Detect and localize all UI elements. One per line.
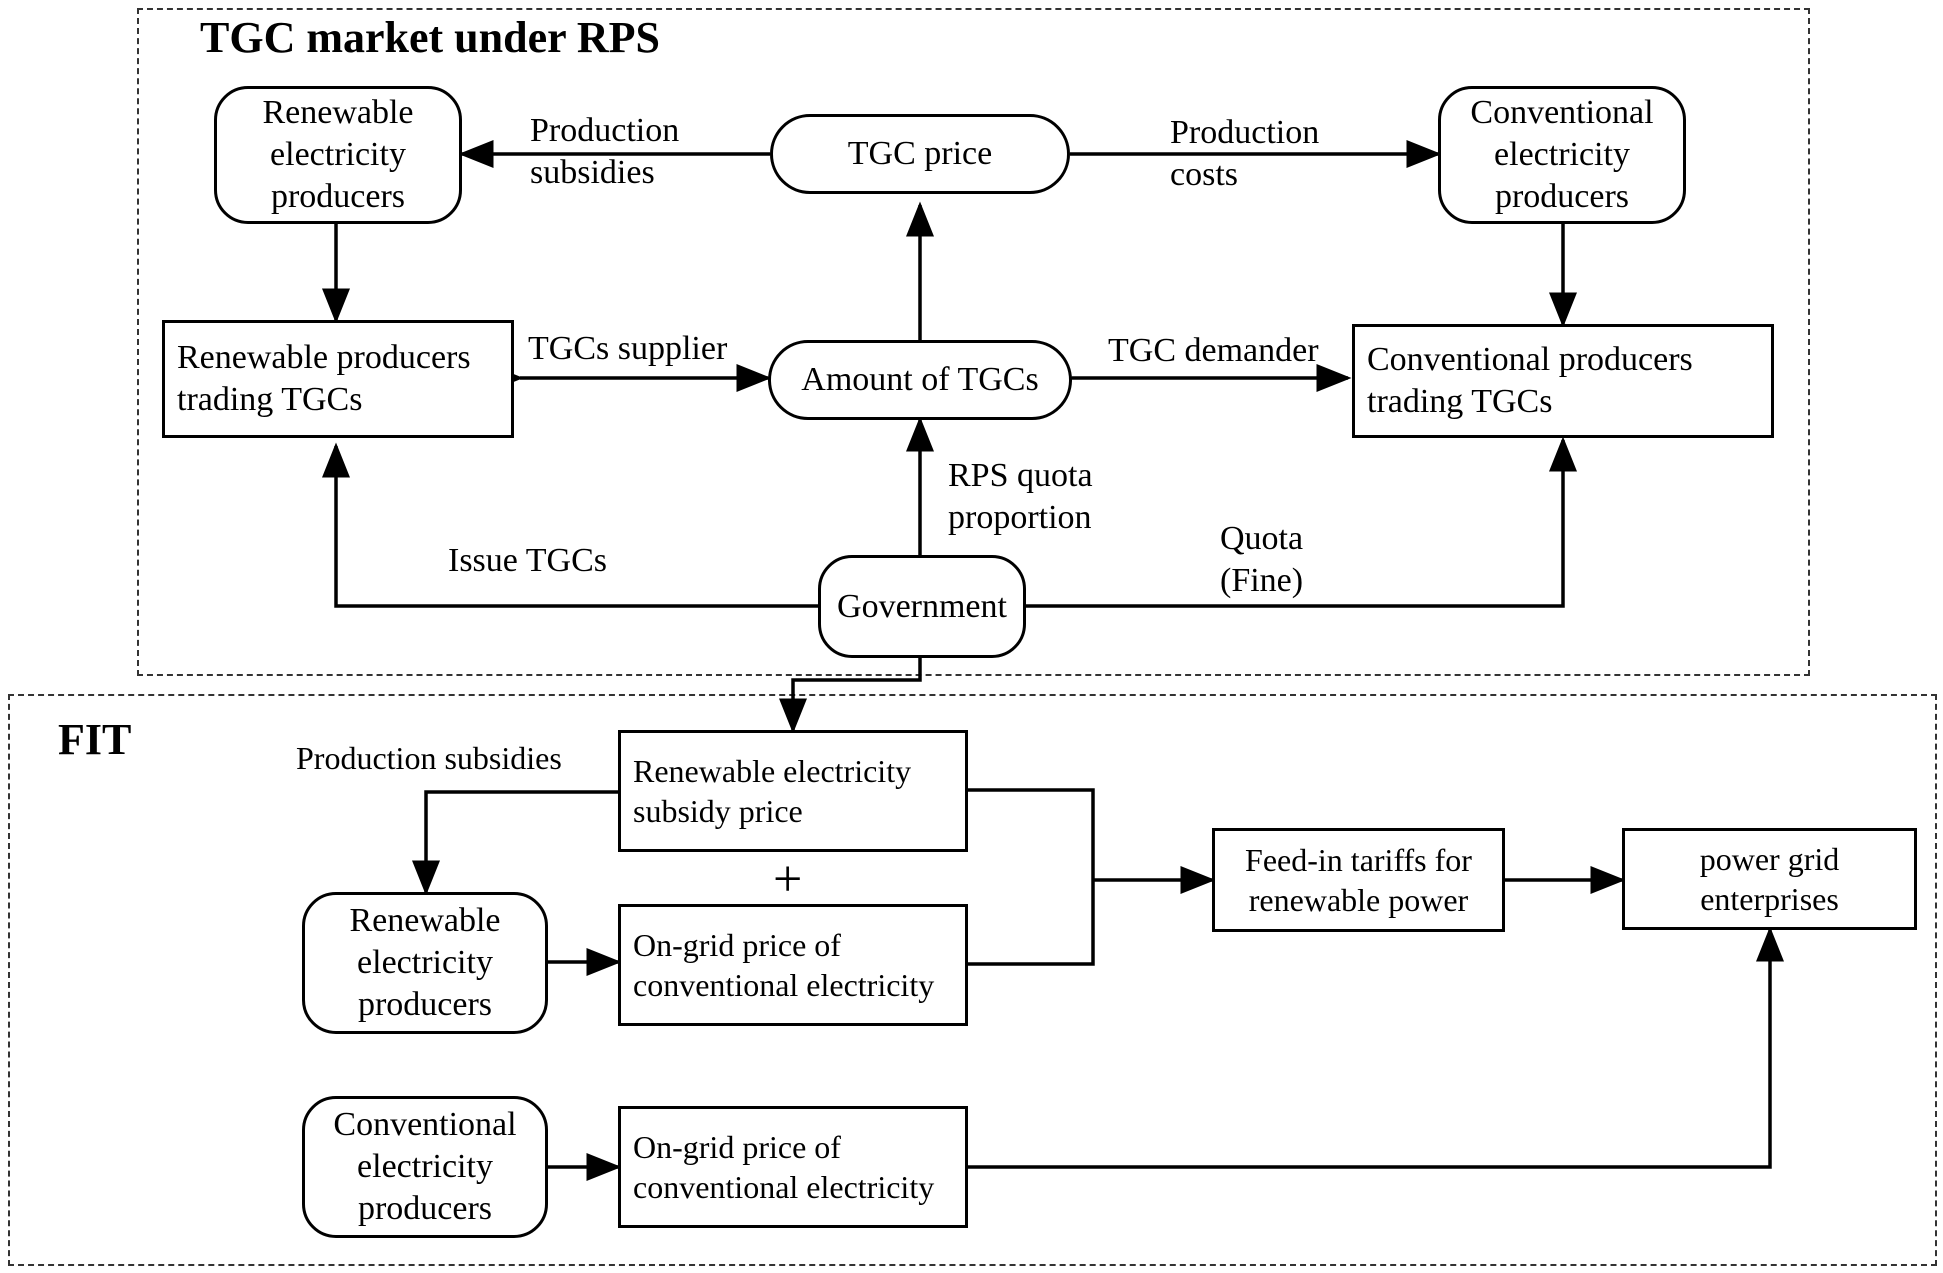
rps-section-title: TGC market under RPS	[200, 13, 660, 62]
label-quota-fine: Quota (Fine)	[1220, 520, 1304, 599]
arrow-quota-fine	[1026, 436, 1577, 608]
conventional-trading-node: Conventional producers trading TGCs	[1352, 324, 1774, 438]
label-tgc-demander: TGC demander	[1108, 332, 1319, 369]
plus-sign: +	[773, 851, 803, 908]
label-tgcs-supplier: TGCs supplier	[528, 330, 728, 367]
renewable-producers-node: Renewable electricity producers	[214, 86, 462, 224]
arrow-ongrid-to-grid	[968, 926, 1784, 1169]
amount-of-tgcs-node: Amount of TGCs	[768, 340, 1072, 420]
renewable-trading-node: Renewable producers trading TGCs	[162, 320, 514, 438]
bracket-subsidy	[968, 788, 1095, 966]
feed-in-tariffs-node: Feed-in tariffs for renewable power	[1212, 828, 1505, 932]
subsidy-price-node: Renewable electricity subsidy price	[618, 730, 968, 852]
fit-section-title: FIT	[58, 715, 132, 764]
ongrid-price-node-2: On-grid price of conventional electricit…	[618, 1106, 968, 1228]
fit-frame	[8, 694, 1937, 1266]
rps-market-frame	[137, 8, 1810, 676]
conventional-producers-node: Conventional electricity producers	[1438, 86, 1686, 224]
ongrid-price-node-1: On-grid price of conventional electricit…	[618, 904, 968, 1026]
label-rps-quota: RPS quota proportion	[948, 457, 1093, 536]
government-node: Government	[818, 555, 1026, 658]
arrow-production-subsidies-fit	[412, 790, 618, 896]
label-issue-tgcs: Issue TGCs	[448, 542, 607, 579]
label-production-subsidies-fit: Production subsidies	[296, 740, 562, 776]
renewable-producers-fit-node: Renewable electricity producers	[302, 892, 548, 1034]
arrow-gov-to-subsidy	[779, 658, 922, 734]
arrow-issue-tgcs	[322, 442, 818, 608]
conventional-producers-fit-node: Conventional electricity producers	[302, 1096, 548, 1238]
power-grid-node: power grid enterprises	[1622, 828, 1917, 930]
tgc-price-node: TGC price	[770, 114, 1070, 194]
label-production-costs: Production costs	[1170, 114, 1320, 193]
label-production-subsidies-top: Production subsidies	[530, 112, 680, 191]
